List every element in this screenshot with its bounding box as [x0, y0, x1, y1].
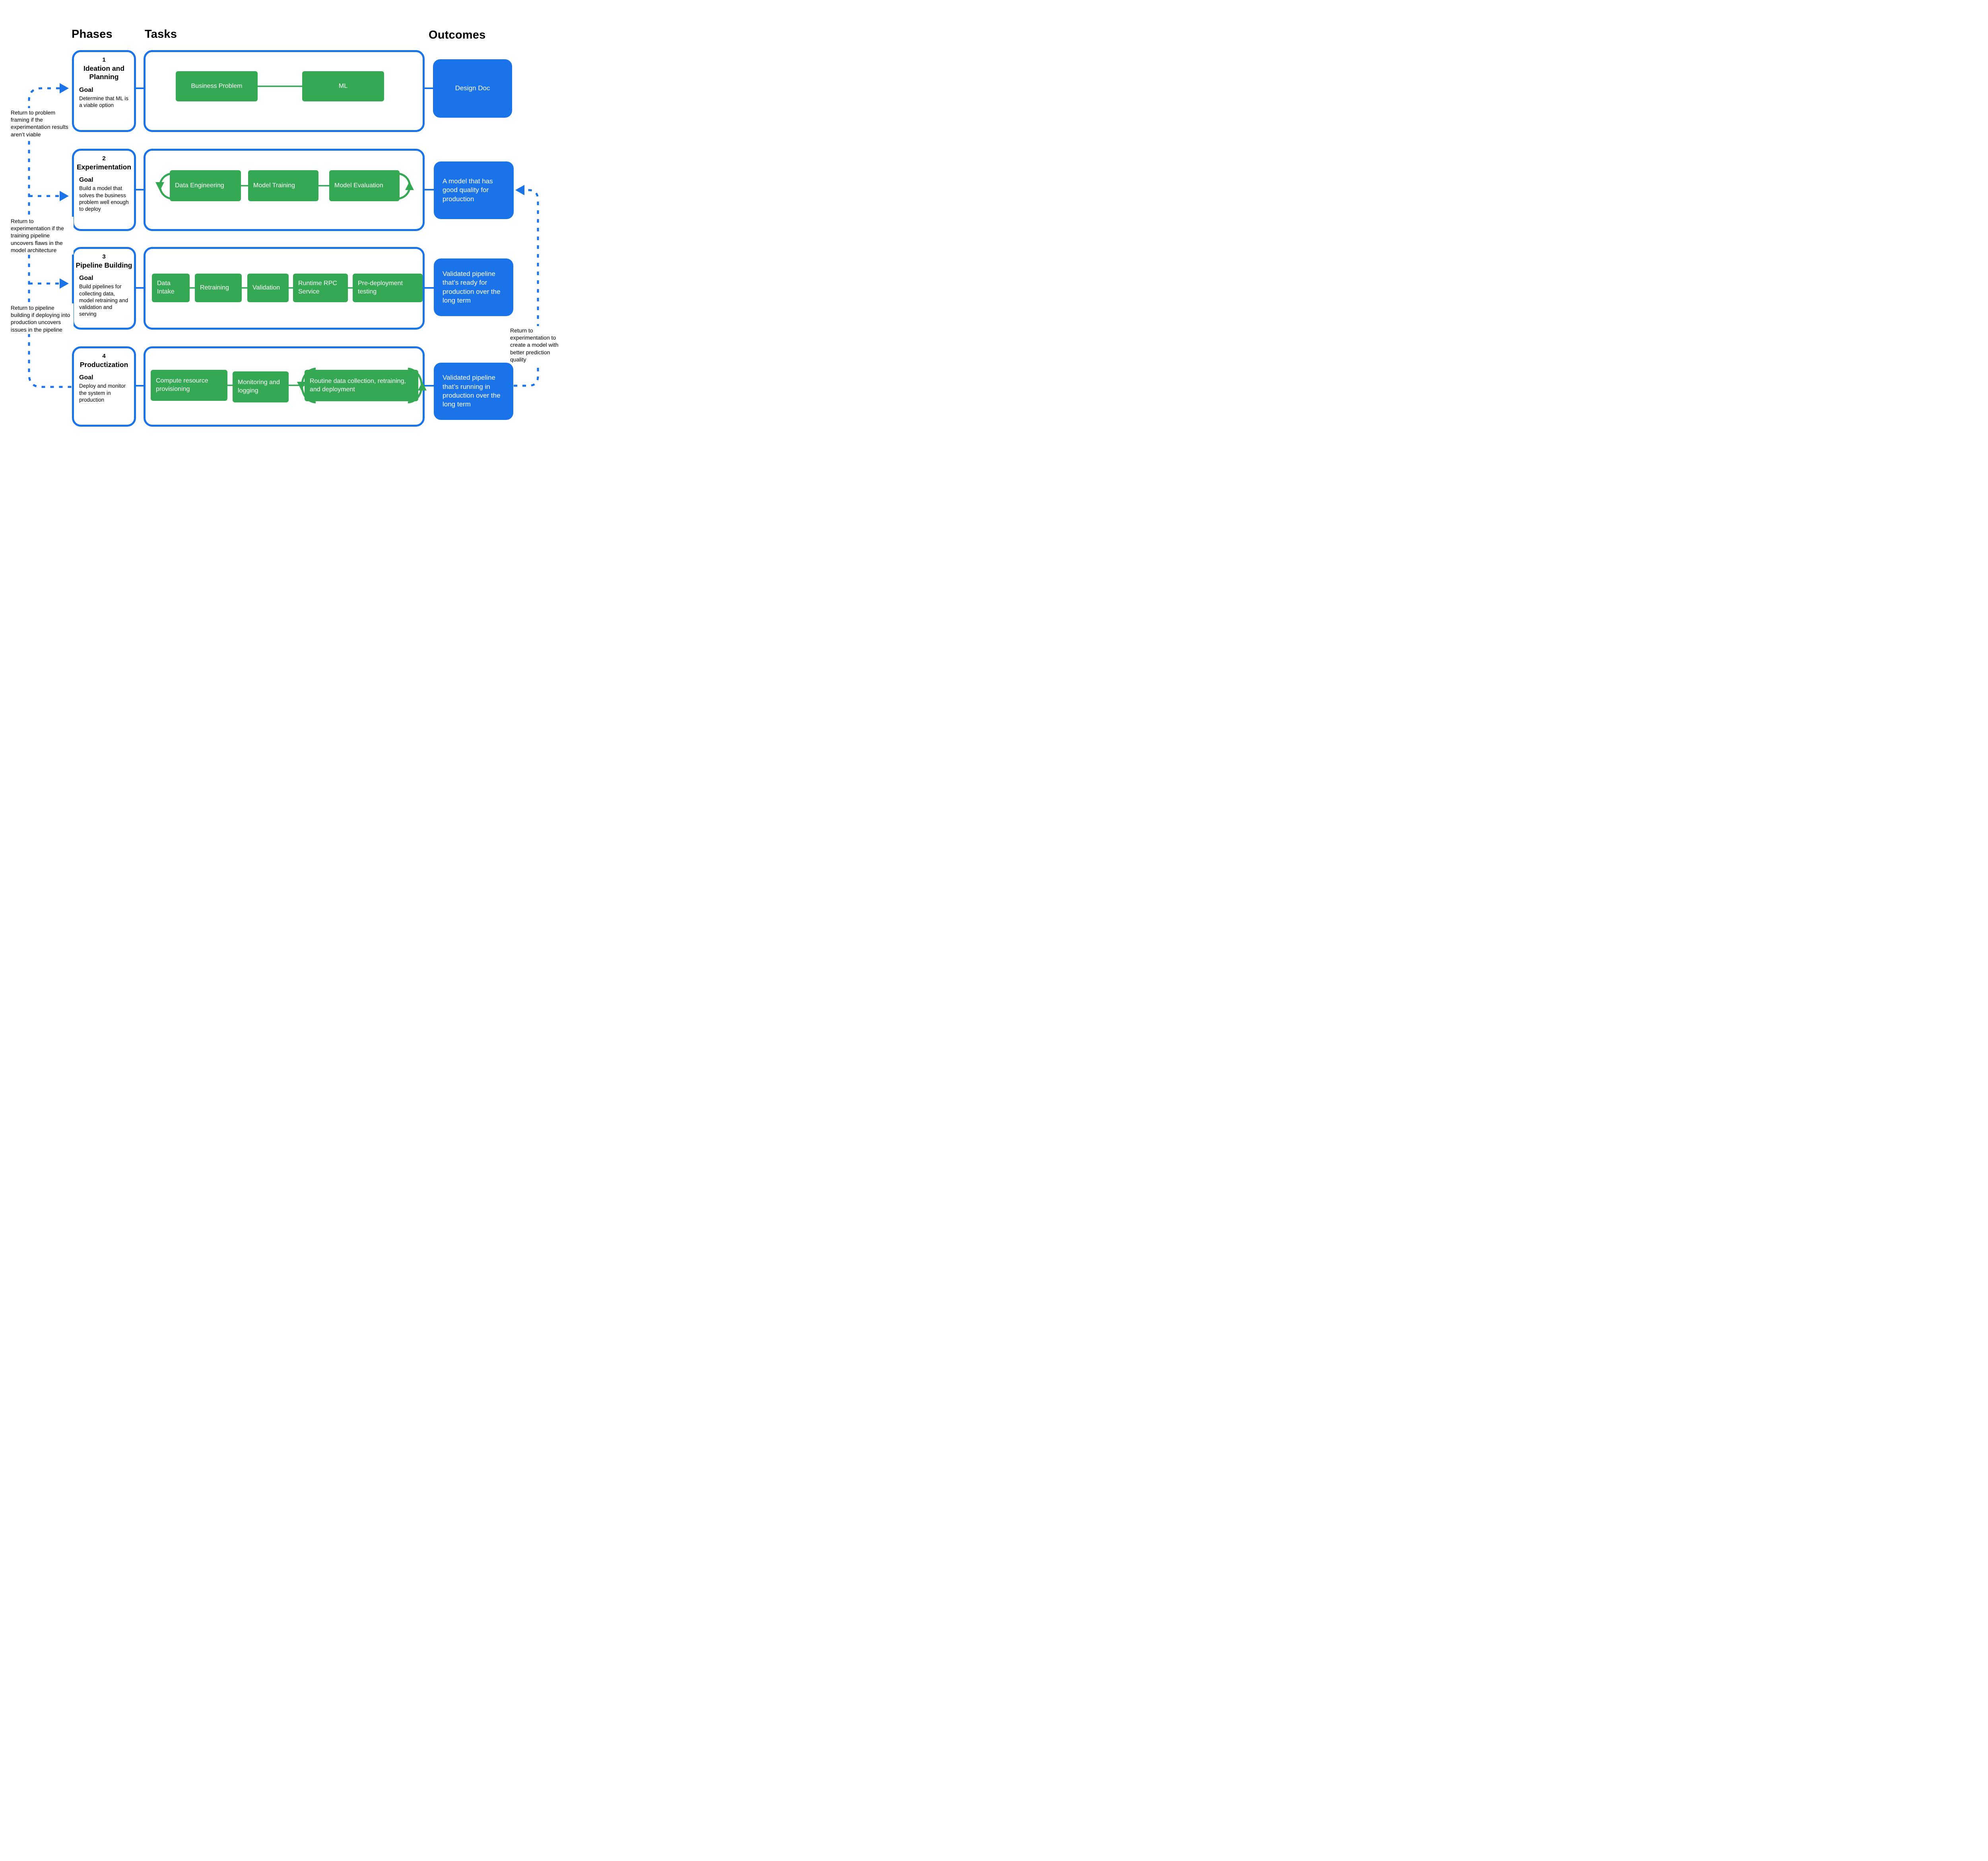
right-return-dotted-path — [514, 189, 539, 387]
phase-card-experimentation: 2 Experimentation Goal Build a model tha… — [72, 149, 136, 231]
tasks-column-header: Tasks — [145, 28, 177, 41]
task-data-engineering: Data Engineering — [170, 170, 241, 201]
phase-title: Ideation and Planning — [83, 64, 125, 81]
phase-number: 3 — [102, 253, 106, 260]
task-model-evaluation: Model Evaluation — [329, 170, 400, 201]
task-ml: ML — [302, 71, 384, 101]
phase-card-productization: 4 Productization Goal Deploy and monitor… — [72, 346, 136, 427]
task-monitoring-and-logging: Monitoring and logging — [233, 371, 289, 402]
green-connectors — [190, 85, 353, 386]
annotation-return-experimentation: Return to experimentation if the trainin… — [11, 217, 74, 254]
goal-label: Goal — [79, 275, 93, 282]
annotation-return-pipeline-building: Return to pipeline building if deploying… — [11, 303, 74, 334]
goal-text: Build a model that solves the business p… — [79, 185, 129, 212]
phase-number: 2 — [102, 155, 106, 162]
annotation-return-problem-framing: Return to problem framing if the experim… — [11, 108, 71, 139]
loop-arrowhead-up-icon — [418, 382, 427, 390]
phase-card-ideation: 1 Ideation and Planning Goal Determine t… — [72, 50, 136, 132]
task-retraining: Retraining — [195, 274, 242, 302]
phase-number: 4 — [102, 353, 106, 359]
return-arrowhead-left-icon — [515, 185, 524, 195]
phase-title: Experimentation — [76, 163, 132, 171]
goal-label: Goal — [79, 177, 93, 184]
outcome-validated-pipeline-running: Validated pipeline that’s running in pro… — [434, 363, 513, 420]
outcomes-column-header: Outcomes — [429, 29, 486, 41]
task-routine-collection-retraining-deployment: Routine data collection, retraining, and… — [305, 370, 418, 401]
return-arrowhead-right-icon — [60, 83, 69, 93]
outcome-quality-model: A model that has good quality for produc… — [434, 161, 514, 219]
goal-label: Goal — [79, 86, 93, 93]
ml-workflow-diagram: Phases Tasks Outcomes — [0, 0, 564, 465]
loop-arrowhead-up-icon — [405, 181, 414, 190]
phase-number: 1 — [102, 56, 106, 63]
task-validation: Validation — [247, 274, 289, 302]
task-runtime-rpc-service: Runtime RPC Service — [293, 274, 348, 302]
goal-text: Build pipelines for collecting data, mod… — [79, 284, 128, 317]
outcome-design-doc: Design Doc — [433, 59, 512, 118]
blue-connectors — [136, 87, 434, 387]
goal-text: Determine that ML is a viable option — [79, 95, 129, 108]
left-return-dotted-path — [28, 87, 72, 388]
annotation-return-better-prediction: Return to experimentation to create a mo… — [510, 326, 564, 364]
loop-arrowhead-down-icon — [297, 382, 306, 390]
phases-column-header: Phases — [72, 28, 113, 41]
goal-text: Deploy and monitor the system in product… — [79, 383, 126, 403]
outcome-validated-pipeline-ready: Validated pipeline that’s ready for prod… — [434, 258, 513, 316]
loop-arrowhead-down-icon — [155, 182, 164, 191]
task-pre-deployment-testing: Pre-deployment testing — [353, 274, 423, 302]
task-model-training: Model Training — [248, 170, 318, 201]
return-arrowhead-right-icon — [60, 191, 69, 201]
goal-label: Goal — [79, 374, 93, 381]
task-business-problem: Business Problem — [176, 71, 258, 101]
phase-title: Productization — [80, 361, 128, 369]
return-arrowhead-right-icon — [60, 278, 69, 289]
phase-card-pipeline-building: 3 Pipeline Building Goal Build pipelines… — [72, 247, 136, 330]
task-data-intake: Data Intake — [152, 274, 190, 302]
phase-title: Pipeline Building — [76, 261, 132, 269]
task-compute-resource-provisioning: Compute resource provisioning — [151, 370, 227, 401]
